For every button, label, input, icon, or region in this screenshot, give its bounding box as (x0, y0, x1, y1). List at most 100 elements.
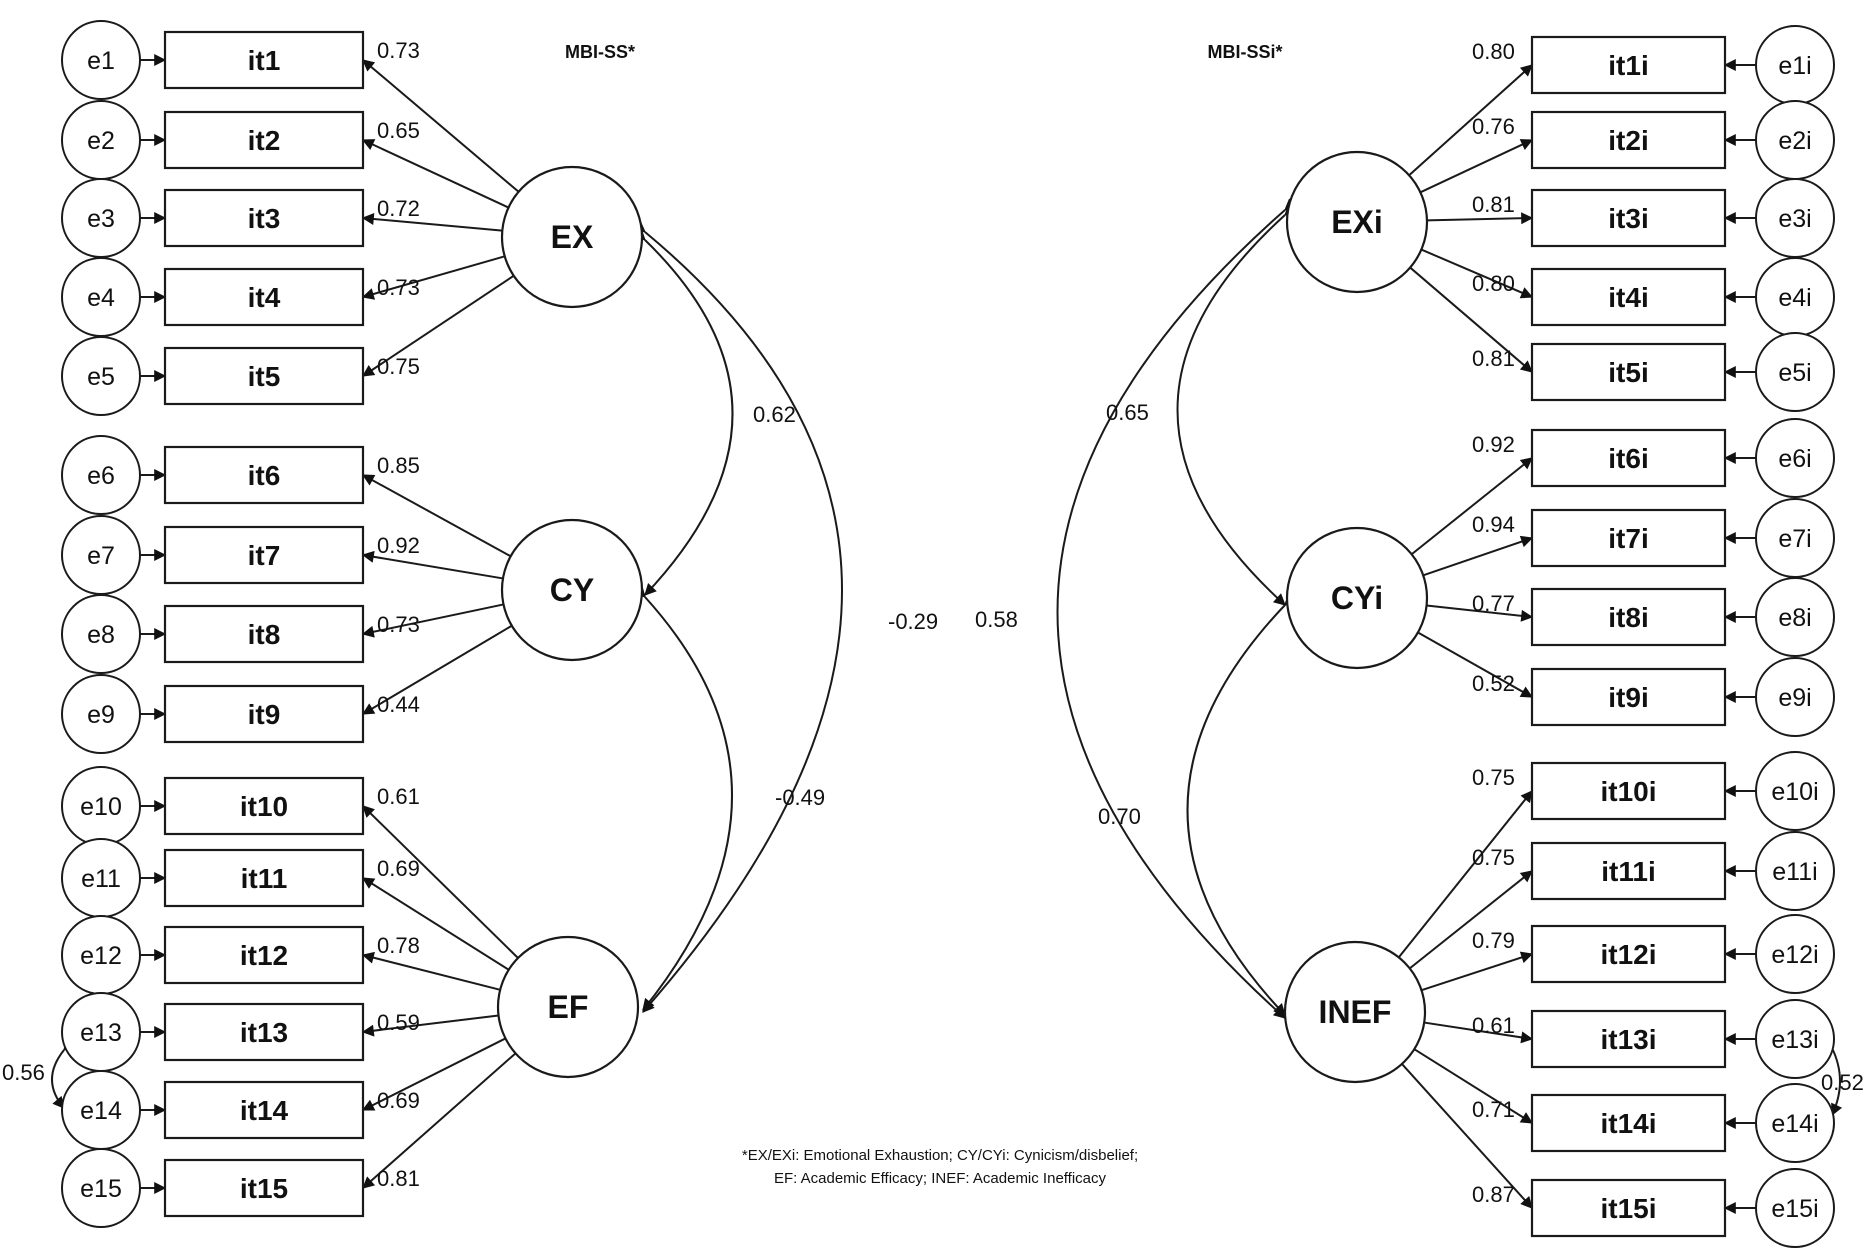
item-label-it10: it10 (240, 791, 288, 822)
error-e6 (61, 435, 141, 515)
item-label-it2: it2 (248, 125, 281, 156)
error-covariance-e13-e14 (51, 1037, 76, 1109)
loading-path-it9i (1417, 631, 1534, 698)
item-box-it11 (163, 848, 365, 908)
item-box-it13 (163, 1002, 365, 1062)
error-label-e5: e5 (87, 363, 115, 391)
loading-value-it8: 0.73 (377, 612, 420, 637)
error-e11i (1755, 831, 1835, 911)
error-e5i (1755, 332, 1835, 412)
error-label-e14: e14 (80, 1097, 122, 1125)
error-label-e13: e13 (80, 1019, 122, 1047)
item-box-it15 (163, 1158, 365, 1218)
error-label-e11i: e11i (1772, 858, 1817, 886)
item-label-it7i: it7i (1608, 523, 1648, 554)
loading-value-it2: 0.65 (377, 118, 420, 143)
error-label-e15: e15 (80, 1175, 122, 1203)
loading-value-it7: 0.92 (377, 533, 420, 558)
item-label-it10i: it10i (1600, 776, 1656, 807)
loading-path-it11i (1409, 870, 1533, 970)
left-model-title: MBI-SS* (565, 42, 635, 62)
error-e15 (61, 1148, 141, 1228)
latent-label-inef: INEF (1319, 994, 1392, 1030)
item-label-it1: it1 (248, 45, 281, 76)
correlation-value-cyi-inef: 0.70 (1098, 804, 1141, 829)
loading-value-it14: 0.69 (377, 1088, 420, 1113)
correlation-cy-ef (633, 584, 733, 1011)
error-label-e14i: e14i (1771, 1110, 1818, 1138)
item-box-it7 (163, 525, 365, 585)
error-e1 (61, 20, 141, 100)
legend-note-line-2: EF: Academic Efficacy; INEF: Academic In… (774, 1170, 1107, 1187)
loading-path-it5 (362, 274, 515, 377)
error-label-e6i: e6i (1778, 445, 1811, 473)
item-box-it9 (163, 684, 365, 744)
loading-value-it10i: 0.75 (1472, 765, 1515, 790)
item-label-it11i: it11i (1601, 856, 1655, 887)
item-box-it12i (1530, 924, 1727, 984)
correlation-value-ex-ef: -0.29 (888, 609, 938, 634)
error-covariance-value-e13-e14: 0.56 (2, 1060, 45, 1085)
loading-path-it15 (362, 1052, 517, 1189)
loading-path-it3i (1426, 212, 1534, 225)
loading-value-it8i: 0.77 (1472, 591, 1515, 616)
correlation-ex-cy (633, 228, 734, 596)
error-e9i (1755, 657, 1835, 737)
item-label-it4: it4 (248, 282, 281, 313)
item-box-it5i (1530, 342, 1727, 402)
error-label-e11: e11 (81, 865, 121, 893)
loading-path-it7 (361, 550, 504, 580)
latent-cyi (1285, 526, 1429, 670)
item-label-it1i: it1i (1608, 50, 1648, 81)
item-label-it5: it5 (248, 361, 281, 392)
latent-label-cyi: CYi (1331, 580, 1383, 616)
error-label-e7: e7 (87, 542, 115, 570)
latent-label-cy: CY (550, 572, 594, 608)
correlation-exi-inef (1056, 198, 1298, 1019)
loading-path-it1i (1408, 64, 1533, 176)
loading-path-it14i (1413, 1048, 1534, 1124)
loading-value-it1i: 0.80 (1472, 39, 1515, 64)
loading-value-it13i: 0.61 (1472, 1013, 1515, 1038)
loading-path-it6 (361, 474, 512, 558)
error-label-e3i: e3i (1778, 205, 1811, 233)
correlation-value-cy-ef: -0.49 (775, 785, 825, 810)
item-label-it8: it8 (248, 619, 281, 650)
error-e13i (1755, 999, 1835, 1079)
item-label-it9: it9 (248, 699, 281, 730)
error-label-e10i: e10i (1771, 778, 1818, 806)
error-e9 (61, 674, 141, 754)
loading-value-it4: 0.73 (377, 275, 420, 300)
latent-ef (496, 935, 640, 1079)
loading-path-it13 (361, 1014, 499, 1037)
item-box-it13i (1530, 1009, 1727, 1069)
loading-value-it15: 0.81 (377, 1166, 420, 1191)
loading-value-it3: 0.72 (377, 196, 420, 221)
loading-path-it8 (361, 603, 504, 638)
item-label-it7: it7 (248, 540, 281, 571)
loading-path-it4i (1420, 248, 1534, 299)
item-box-it10 (163, 776, 365, 836)
item-label-it5i: it5i (1608, 357, 1648, 388)
loading-value-it14i: 0.71 (1472, 1097, 1515, 1122)
correlation-value-exi-cyi: 0.65 (1106, 400, 1149, 425)
loading-value-it13: 0.59 (377, 1010, 420, 1035)
loading-path-it1 (362, 59, 520, 193)
item-box-it4i (1530, 267, 1727, 327)
item-box-it7i (1530, 508, 1727, 568)
loading-path-it5i (1409, 266, 1533, 373)
loading-value-it11i: 0.75 (1472, 845, 1515, 870)
loading-value-it3i: 0.81 (1472, 192, 1515, 217)
loading-path-it10 (362, 805, 519, 959)
loading-value-it9: 0.44 (377, 692, 420, 717)
item-label-it15i: it15i (1600, 1193, 1656, 1224)
item-label-it3: it3 (248, 203, 281, 234)
loading-value-it6: 0.85 (377, 453, 420, 478)
correlation-cyi-inef (1186, 593, 1297, 1016)
item-label-it14: it14 (240, 1095, 289, 1126)
error-label-e10: e10 (80, 793, 122, 821)
error-label-e8: e8 (87, 621, 115, 649)
loading-value-it4i: 0.80 (1472, 271, 1515, 296)
loading-path-it11 (361, 877, 510, 971)
